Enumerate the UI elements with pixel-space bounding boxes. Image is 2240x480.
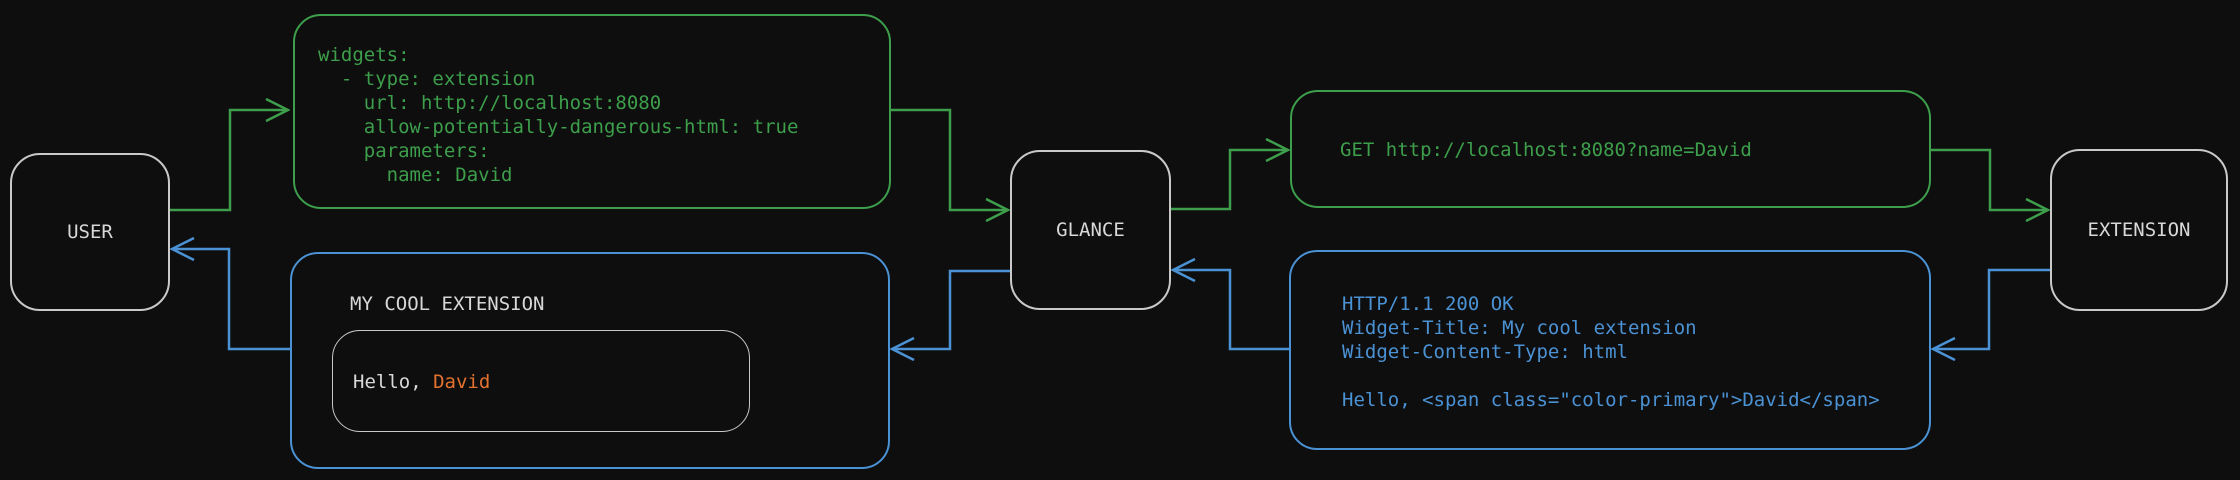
arrow-glance-to-request (1171, 150, 1288, 211)
http-request-code: GET http://localhost:8080?name=David (1340, 139, 1752, 161)
hello-name-text: David (433, 371, 491, 393)
user-node: USER (10, 153, 170, 311)
glance-node: GLANCE (1010, 150, 1171, 310)
arrow-widget-to-user (172, 249, 290, 351)
widget-title: MY COOL EXTENSION (350, 293, 545, 315)
extension-node: EXTENSION (2050, 149, 2228, 311)
config-yaml-code: widgets: - type: extension url: http://l… (318, 44, 799, 186)
rendered-widget-box: MY COOL EXTENSION Hello, David (290, 252, 890, 469)
arrow-user-to-config (170, 110, 288, 212)
extension-node-label: EXTENSION (2087, 219, 2191, 241)
glance-node-label: GLANCE (1056, 219, 1125, 241)
http-response-box: HTTP/1.1 200 OK Widget-Title: My cool ex… (1289, 250, 1931, 450)
arrow-response-to-glance (1173, 270, 1289, 351)
http-request-box: GET http://localhost:8080?name=David (1290, 90, 1931, 208)
hello-prefix-text: Hello, (353, 371, 434, 393)
widget-content-box: Hello, David (332, 330, 750, 432)
arrow-extension-to-response (1933, 268, 2050, 349)
arrow-glance-to-widget (892, 269, 1010, 349)
http-response-code: HTTP/1.1 200 OK Widget-Title: My cool ex… (1342, 293, 1880, 411)
widget-hello-text: Hello, David (353, 370, 490, 394)
arrow-request-to-extension (1931, 148, 2048, 210)
user-node-label: USER (67, 221, 113, 243)
config-yaml-box: widgets: - type: extension url: http://l… (293, 14, 891, 209)
arrow-config-to-glance (891, 108, 1008, 210)
